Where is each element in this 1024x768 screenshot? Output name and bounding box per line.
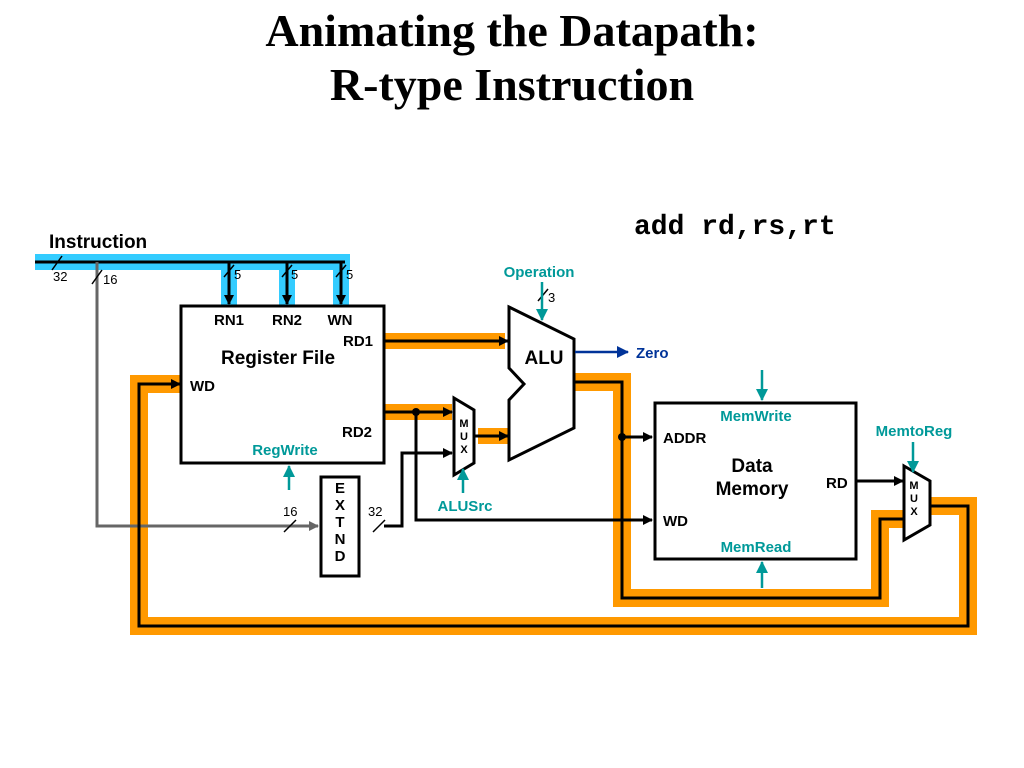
rd1-port: RD1 [343, 333, 373, 350]
rn2-port: RN2 [272, 312, 302, 329]
zero-label: Zero [636, 345, 669, 362]
extend-letter: E [335, 480, 345, 497]
instruction-text: add rd,rs,rt [634, 212, 836, 243]
regwrite-label: RegWrite [252, 442, 318, 459]
alusrc-mux-letters: M U X [459, 418, 468, 456]
slide-title: Animating the Datapath: R-type Instructi… [0, 0, 1024, 112]
instruction-label: Instruction [49, 232, 147, 253]
mux-letter: M [459, 418, 468, 430]
bus-width-slashes [51, 255, 549, 533]
mux-letter: U [910, 493, 918, 505]
bus-width-32: 32 [53, 269, 67, 284]
active-instruction-highlight [35, 254, 350, 305]
mux-letter: X [460, 444, 468, 456]
mux-letter: X [910, 506, 918, 518]
alu-shape [507, 304, 576, 463]
wire-junction-rd2 [412, 408, 420, 416]
memtoreg-label: MemtoReg [876, 423, 953, 440]
extend-in-width: 16 [283, 504, 297, 519]
memory-rd-port: RD [826, 475, 848, 492]
title-line-2: R-type Instruction [329, 59, 695, 110]
memwrite-label: MemWrite [720, 408, 791, 425]
rd2-port: RD2 [342, 424, 372, 441]
alusrc-label: ALUSrc [437, 498, 492, 515]
data-memory-box [653, 401, 858, 561]
wn-port: WN [328, 312, 353, 329]
register-file-box [179, 304, 386, 465]
extend-letter: X [335, 497, 345, 514]
mux-letter: U [460, 431, 468, 443]
mux-letter: M [909, 480, 918, 492]
rn1-bus-width: 5 [234, 267, 241, 282]
extend-letter: D [335, 548, 346, 565]
operation-label: Operation [504, 264, 575, 281]
wn-bus-width: 5 [346, 267, 353, 282]
extend-out-width: 32 [368, 504, 382, 519]
bus-width-16: 16 [103, 272, 117, 287]
sign-extend-box [319, 475, 361, 578]
instruction-bus [35, 260, 346, 305]
extend-letter: T [335, 514, 344, 531]
immediate-wire [95, 262, 319, 531]
data-memory-label-2: Memory [716, 479, 789, 500]
title-line-1: Animating the Datapath: [265, 5, 759, 56]
rn1-port: RN1 [214, 312, 244, 329]
rn2-bus-width: 5 [291, 267, 298, 282]
extend-letters: E X T N D [335, 480, 346, 565]
control-signals [283, 282, 919, 588]
extend-letter: N [335, 531, 346, 548]
wire-junction-alu-out [618, 433, 626, 441]
memory-wd-port: WD [663, 513, 688, 530]
addr-port: ADDR [663, 430, 706, 447]
data-memory-label-1: Data [731, 456, 773, 477]
regfile-wd-port: WD [190, 378, 215, 395]
alusrc-mux [452, 395, 476, 478]
data-wires [137, 336, 970, 628]
register-file-label: Register File [221, 348, 335, 369]
memread-label: MemRead [721, 539, 792, 556]
memtoreg-mux-letters: M U X [909, 480, 918, 518]
alu-label: ALU [524, 348, 563, 369]
op-bus-width: 3 [548, 290, 555, 305]
memtoreg-mux [902, 463, 932, 543]
